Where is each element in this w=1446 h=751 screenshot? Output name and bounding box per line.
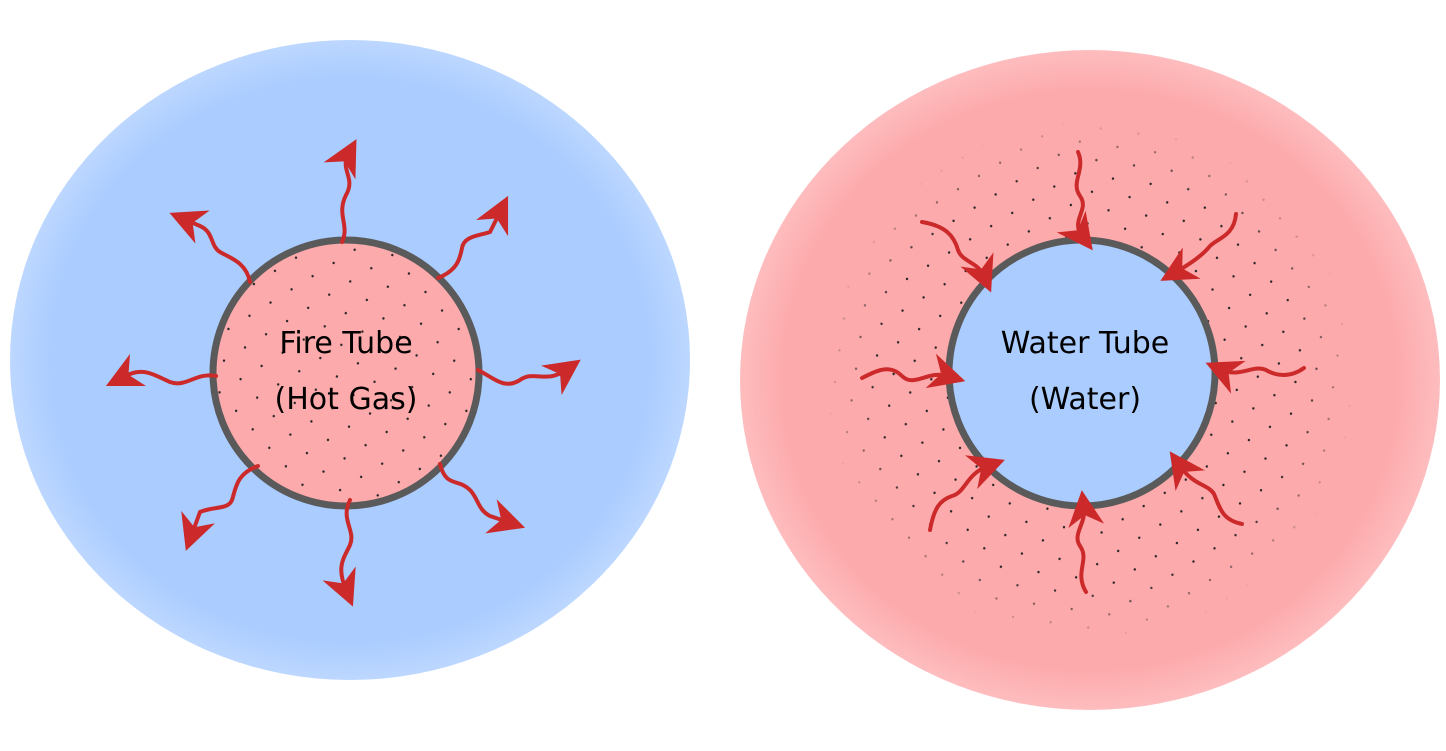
- heat-arrow-icon: [1205, 360, 1306, 394]
- heat-arrow-icon: [860, 353, 966, 389]
- water-tube-diagram: [740, 60, 1440, 720]
- heat-arrow-icon: [438, 462, 526, 534]
- heat-arrow-icon: [436, 195, 509, 280]
- heat-arrow-icon: [1056, 150, 1093, 251]
- heat-arrow-icon: [322, 498, 356, 607]
- water-tube-subtitle: (Water): [1028, 382, 1142, 417]
- heat-arrow-icon: [476, 359, 581, 396]
- gas-particles: [216, 243, 476, 503]
- heat-arrow-icon: [920, 220, 994, 293]
- outward-heat-arrows: [105, 139, 581, 607]
- heat-arrow-icon: [181, 464, 260, 551]
- water-tube-label: Water Tube (Water): [955, 316, 1215, 428]
- heat-arrow-icon: [323, 139, 357, 244]
- heat-arrow-icon: [169, 210, 252, 284]
- heat-arrow-icon: [1160, 212, 1238, 281]
- heat-arrow-icon: [928, 455, 1005, 532]
- heat-arrow-icon: [1068, 490, 1105, 594]
- water-tube-title: Water Tube: [1000, 326, 1170, 361]
- fire-tube-title: Fire Tube: [279, 326, 413, 361]
- heat-arrow-icon: [105, 353, 218, 387]
- fire-tube-subtitle: (Hot Gas): [274, 382, 418, 417]
- fire-tube-diagram: [105, 139, 581, 607]
- water-interior: [951, 242, 1213, 504]
- inward-heat-arrows: [860, 150, 1306, 594]
- fire-tube-label: Fire Tube (Hot Gas): [216, 316, 476, 428]
- heat-arrow-icon: [1169, 451, 1244, 526]
